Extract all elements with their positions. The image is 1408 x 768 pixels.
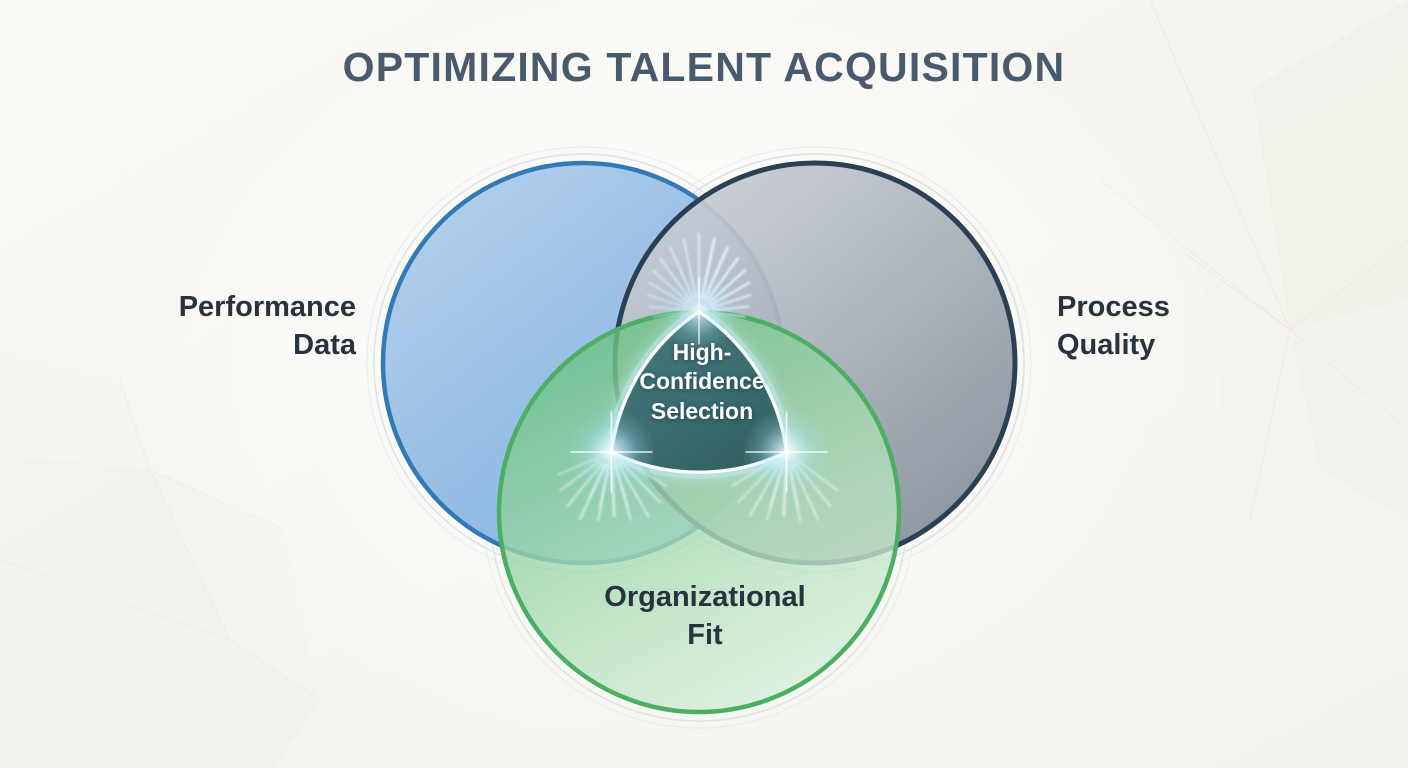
page-title: OPTIMIZING TALENT ACQUISITION xyxy=(342,44,1066,90)
facet-group-top-right xyxy=(1080,0,1408,521)
circle-label-process-quality: Process Quality xyxy=(1057,291,1170,362)
facet-group-bottom-left xyxy=(0,350,321,768)
circle-label-performance-data: Performance Data xyxy=(178,291,356,362)
intersection-label-high-confidence-selection: High- Confidence Selection xyxy=(639,339,765,424)
vertex-glows xyxy=(567,271,831,573)
circle-label-organizational-fit: Organizational Fit xyxy=(604,581,806,652)
intersection-rim xyxy=(609,309,789,474)
intersection-high-confidence-selection[interactable] xyxy=(604,303,794,479)
